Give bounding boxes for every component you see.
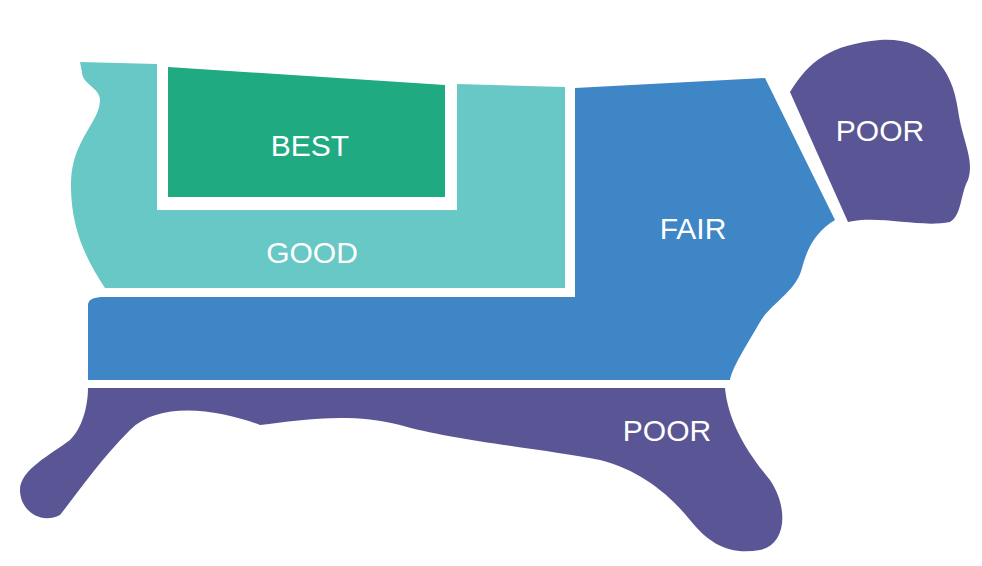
region-outline [168, 67, 445, 197]
label-holder: POOR [836, 114, 924, 147]
fair-region: FAIR [84, 74, 840, 384]
grade-label: GOOD [266, 236, 358, 269]
region-outline [88, 78, 835, 380]
label-holder: BEST [271, 129, 349, 162]
poor-legs-region: POOR [16, 384, 792, 556]
grade-label: POOR [623, 414, 711, 447]
poor-head-region: POOR [786, 34, 974, 228]
grade-label: BEST [271, 129, 349, 162]
label-holder: GOOD [266, 236, 358, 269]
good-region: GOOD BEST [66, 56, 571, 292]
region-shape [84, 74, 840, 384]
region-shape [16, 384, 792, 556]
region-outline [20, 388, 782, 551]
label-holder: POOR [623, 414, 711, 447]
region-outline [71, 62, 565, 288]
region-outline [790, 40, 970, 224]
grade-label: POOR [836, 114, 924, 147]
label-holder: FAIR [660, 212, 727, 245]
grade-label: FAIR [660, 212, 727, 245]
best-region: BEST [166, 64, 448, 200]
